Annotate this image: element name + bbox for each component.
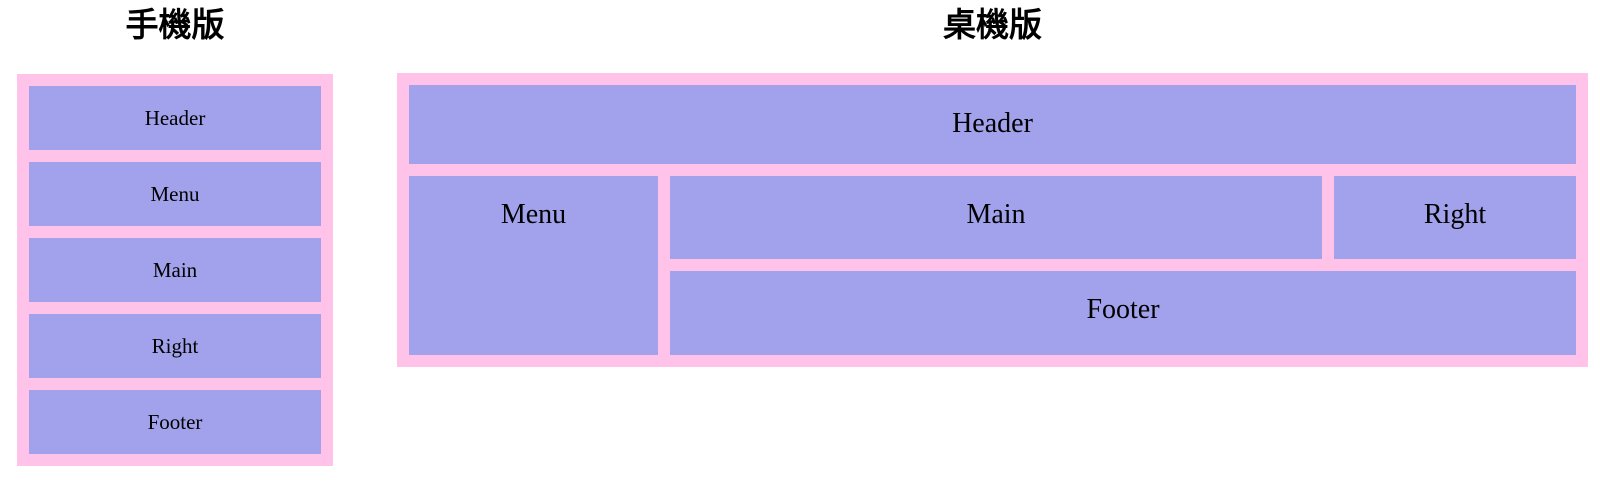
desktop-footer-box: Footer xyxy=(670,271,1576,355)
desktop-right-box: Right xyxy=(1334,176,1576,259)
mobile-right-box: Right xyxy=(29,314,321,378)
desktop-layout-container: Header Menu Main Right Footer xyxy=(397,73,1588,367)
mobile-footer-box: Footer xyxy=(29,390,321,454)
desktop-menu-box: Menu xyxy=(409,176,658,355)
desktop-header-box: Header xyxy=(409,85,1576,164)
mobile-menu-box: Menu xyxy=(29,162,321,226)
desktop-version-title: 桌機版 xyxy=(943,5,1042,44)
mobile-main-box: Main xyxy=(29,238,321,302)
mobile-layout-container: Header Menu Main Right Footer xyxy=(17,74,333,466)
mobile-version-title: 手機版 xyxy=(125,5,225,44)
desktop-main-box: Main xyxy=(670,176,1322,259)
mobile-header-box: Header xyxy=(29,86,321,150)
